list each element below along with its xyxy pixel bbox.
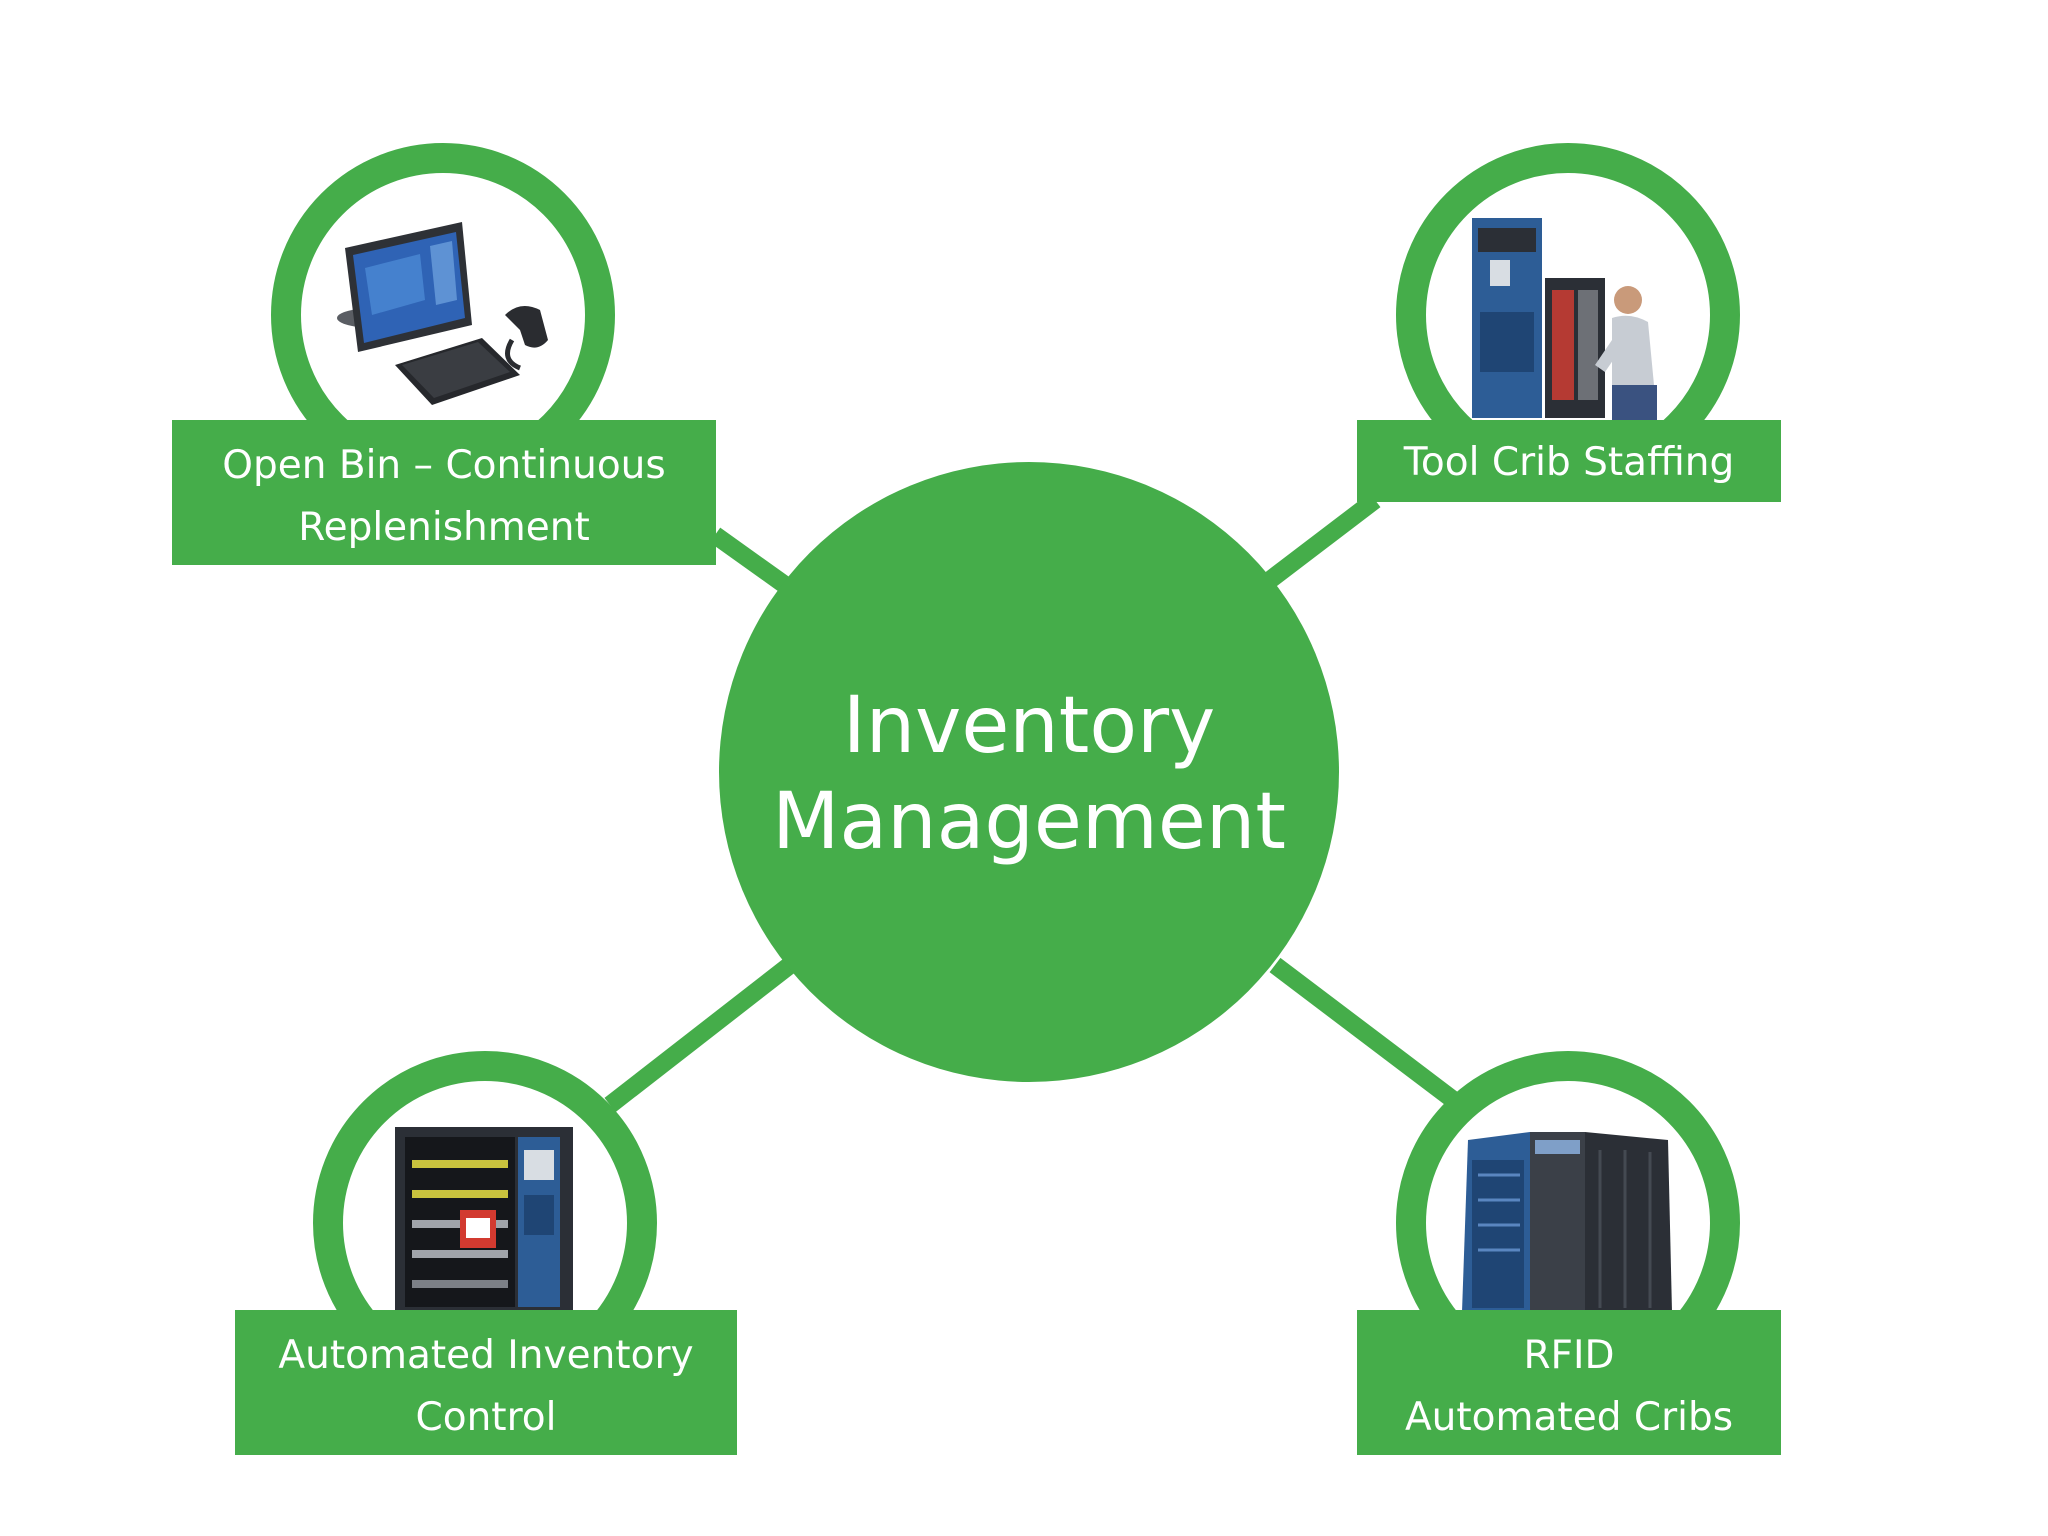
connector-bottom-right xyxy=(1269,957,1466,1113)
node-rfid-cribs: RFID Automated Cribs xyxy=(1357,1051,1781,1455)
node-label-open-bin-line1: Open Bin – Continuous xyxy=(222,443,665,488)
connector-bottom-left xyxy=(604,957,796,1113)
node-label-box-open-bin xyxy=(172,420,716,565)
node-label-tool-crib-line1: Tool Crib Staffing xyxy=(1403,440,1735,485)
rfid-crib-cabinet-icon xyxy=(1462,1132,1672,1312)
center-title-line1: Inventory xyxy=(843,681,1216,771)
center-circle xyxy=(719,462,1339,1082)
node-label-rfid-cribs-line2: Automated Cribs xyxy=(1405,1395,1733,1440)
node-open-bin: Open Bin – Continuous Replenishment xyxy=(172,143,716,565)
node-label-box-automated-inventory xyxy=(235,1310,737,1455)
connectors xyxy=(604,492,1466,1113)
node-tool-crib: Tool Crib Staffing xyxy=(1357,143,1781,502)
node-label-automated-inventory-line1: Automated Inventory xyxy=(278,1333,693,1378)
computer-terminal-icon xyxy=(337,222,548,405)
vending-machine-icon xyxy=(395,1127,573,1312)
center-node: Inventory Management xyxy=(719,462,1339,1082)
connector-top-right xyxy=(1264,492,1381,588)
node-automated-inventory: Automated Inventory Control xyxy=(235,1051,737,1455)
node-label-rfid-cribs-line1: RFID xyxy=(1523,1333,1614,1378)
node-label-box-tool-crib xyxy=(1357,420,1781,502)
node-label-open-bin-line2: Replenishment xyxy=(298,505,590,550)
tool-crib-attendant-icon xyxy=(1472,218,1657,420)
node-label-automated-inventory-line2: Control xyxy=(416,1395,557,1440)
connector-top-left xyxy=(709,527,791,593)
center-title-line2: Management xyxy=(772,777,1286,867)
node-label-box-rfid-cribs xyxy=(1357,1310,1781,1455)
